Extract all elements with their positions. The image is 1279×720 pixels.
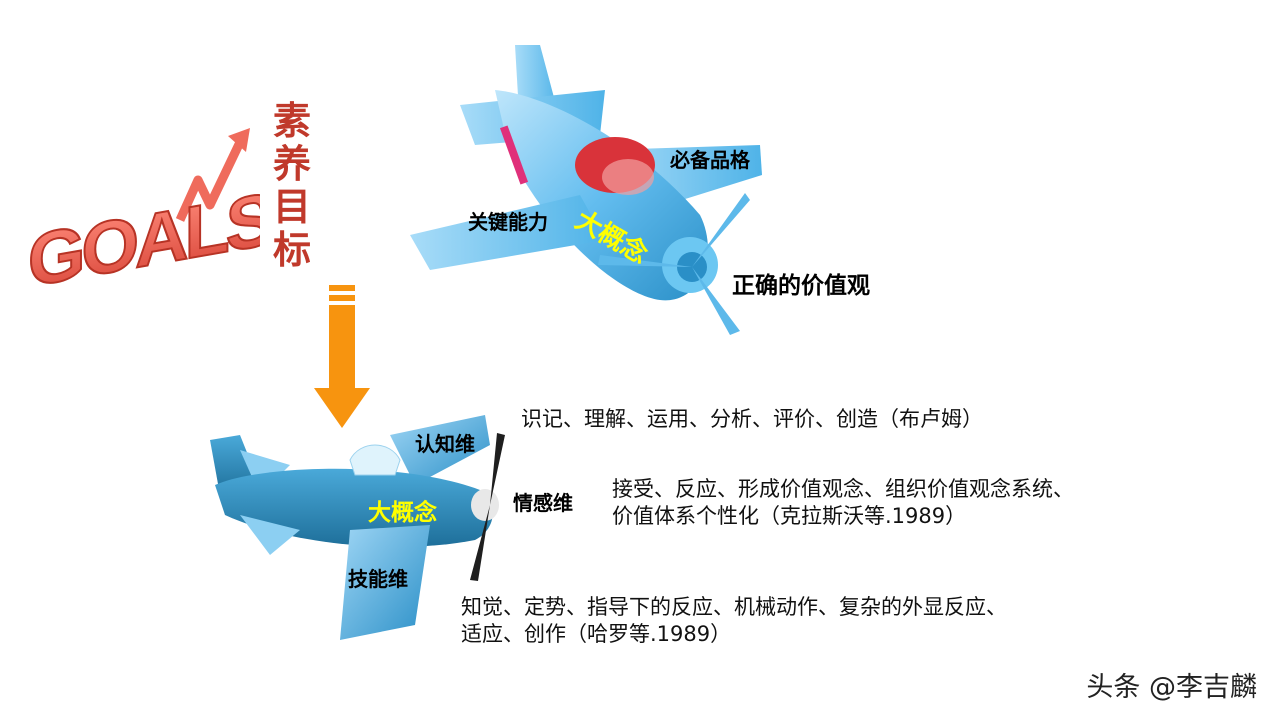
goals-logo: GOALS xyxy=(20,110,260,300)
label-cockpit: 必备品格 xyxy=(670,144,750,173)
label-propeller: 正确的价值观 xyxy=(732,266,870,300)
desc-affective: 接受、反应、形成价值观念、组织价值观念系统、 价值体系个性化（克拉斯沃等.198… xyxy=(612,476,1074,530)
label-cognitive: 认知维 xyxy=(415,428,475,457)
label-affective: 情感维 xyxy=(513,487,573,516)
label-wing-left: 关键能力 xyxy=(468,206,548,235)
bottom-plane-center-label: 大概念 xyxy=(368,493,437,527)
top-airplane-illustration xyxy=(400,35,780,345)
desc-cognitive: 识记、理解、运用、分析、评价、创造（布卢姆） xyxy=(521,406,983,433)
desc-affective-line-1: 接受、反应、形成价值观念、组织价值观念系统、 xyxy=(612,476,1074,503)
goals-art-text: GOALS xyxy=(28,176,260,300)
desc-skill: 知觉、定势、指导下的反应、机械动作、复杂的外显反应、 适应、创作（哈罗等.198… xyxy=(461,594,1007,648)
watermark: 头条 @李吉麟 xyxy=(1086,665,1257,704)
desc-affective-line-2: 价值体系个性化（克拉斯沃等.1989） xyxy=(612,503,1074,530)
desc-cognitive-line-1: 识记、理解、运用、分析、评价、创造（布卢姆） xyxy=(521,406,983,433)
vertical-title: 素养目标 xyxy=(268,100,316,272)
desc-skill-line-2: 适应、创作（哈罗等.1989） xyxy=(461,621,1007,648)
desc-skill-line-1: 知觉、定势、指导下的反应、机械动作、复杂的外显反应、 xyxy=(461,594,1007,621)
label-skill: 技能维 xyxy=(348,563,408,592)
